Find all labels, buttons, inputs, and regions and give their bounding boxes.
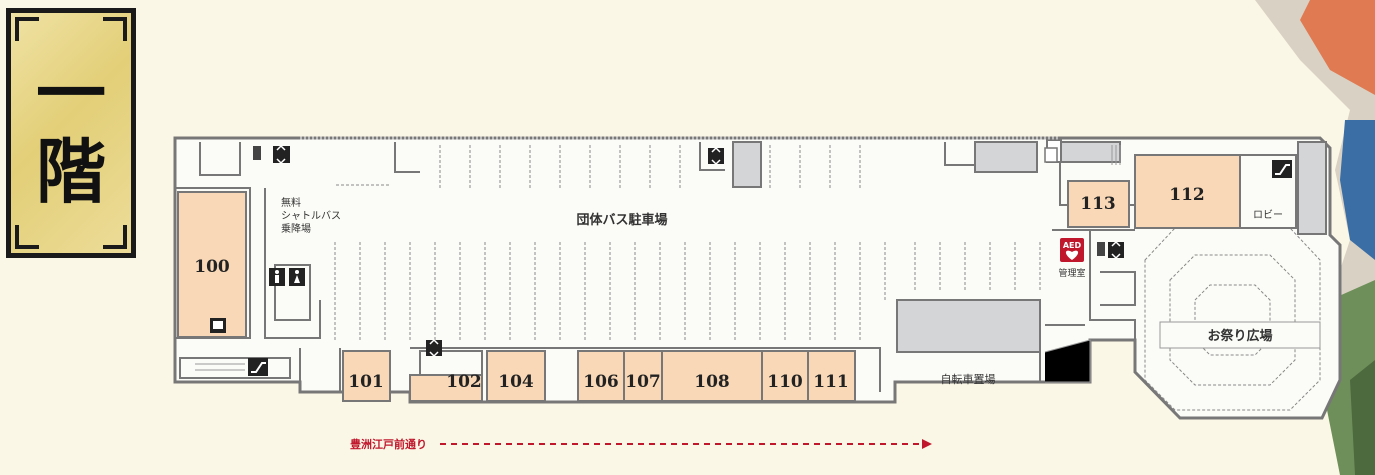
banner-corner-ornament: [103, 225, 127, 249]
festival-plaza-label: お祭り広場: [1207, 328, 1272, 344]
escalator-icon: [248, 358, 268, 376]
banner-corner-ornament: [103, 17, 127, 41]
aed-icon: AED: [1060, 238, 1084, 262]
banner-corner-ornament: [15, 17, 39, 41]
toilet-male-icon: [269, 268, 285, 286]
shuttle-label-line1: 無料: [281, 196, 301, 209]
street-arrow-head-icon: [922, 439, 932, 449]
shop-units: [177, 154, 1241, 402]
shop-113[interactable]: 113: [1080, 194, 1116, 214]
management-office-label: 管理室: [1058, 267, 1085, 279]
escalator-icon: [1272, 160, 1292, 178]
lobby-label: ロビー: [1253, 209, 1283, 221]
elevator-icon: [426, 338, 442, 358]
toilet-female-icon: [289, 268, 305, 286]
bicycle-parking-label: 自転車置場: [941, 372, 996, 386]
elevator-icon: [273, 144, 290, 165]
shop-112[interactable]: 112: [1169, 185, 1205, 205]
street-label: 豊洲江戸前通り: [350, 437, 427, 451]
elevator-icon: [708, 146, 724, 166]
shuttle-label-line3: 乗降場: [281, 222, 311, 235]
shop-100[interactable]: 100: [194, 257, 230, 277]
shop-111[interactable]: 111: [813, 372, 849, 392]
escalator-track: [195, 363, 245, 371]
shuttle-label-line2: シャトルバス: [281, 210, 341, 222]
elevator-icon: [1108, 240, 1124, 260]
service-blocks: [732, 139, 1327, 353]
floor-label-2: 階: [36, 130, 106, 213]
stairs-icon: [253, 146, 261, 160]
bus-parking-label: 団体バス駐車場: [576, 212, 667, 228]
shop-108[interactable]: 108: [694, 372, 730, 392]
atm-icon: [210, 318, 226, 333]
banner-corner-ornament: [15, 225, 39, 249]
stairs-icon: [1097, 242, 1105, 256]
festival-plaza-sign: [1159, 321, 1321, 349]
aed-text: AED: [1063, 241, 1082, 250]
locker: [1044, 147, 1058, 163]
shop-101[interactable]: 101: [348, 372, 384, 392]
shop-104[interactable]: 104: [498, 372, 534, 392]
shop-102[interactable]: 102: [446, 372, 482, 392]
floor-banner: 一 階: [6, 8, 136, 258]
shop-107[interactable]: 107: [625, 372, 661, 392]
floor-label-1: 一: [36, 51, 106, 135]
shop-110[interactable]: 110: [767, 372, 803, 392]
shop-106[interactable]: 106: [583, 372, 619, 392]
